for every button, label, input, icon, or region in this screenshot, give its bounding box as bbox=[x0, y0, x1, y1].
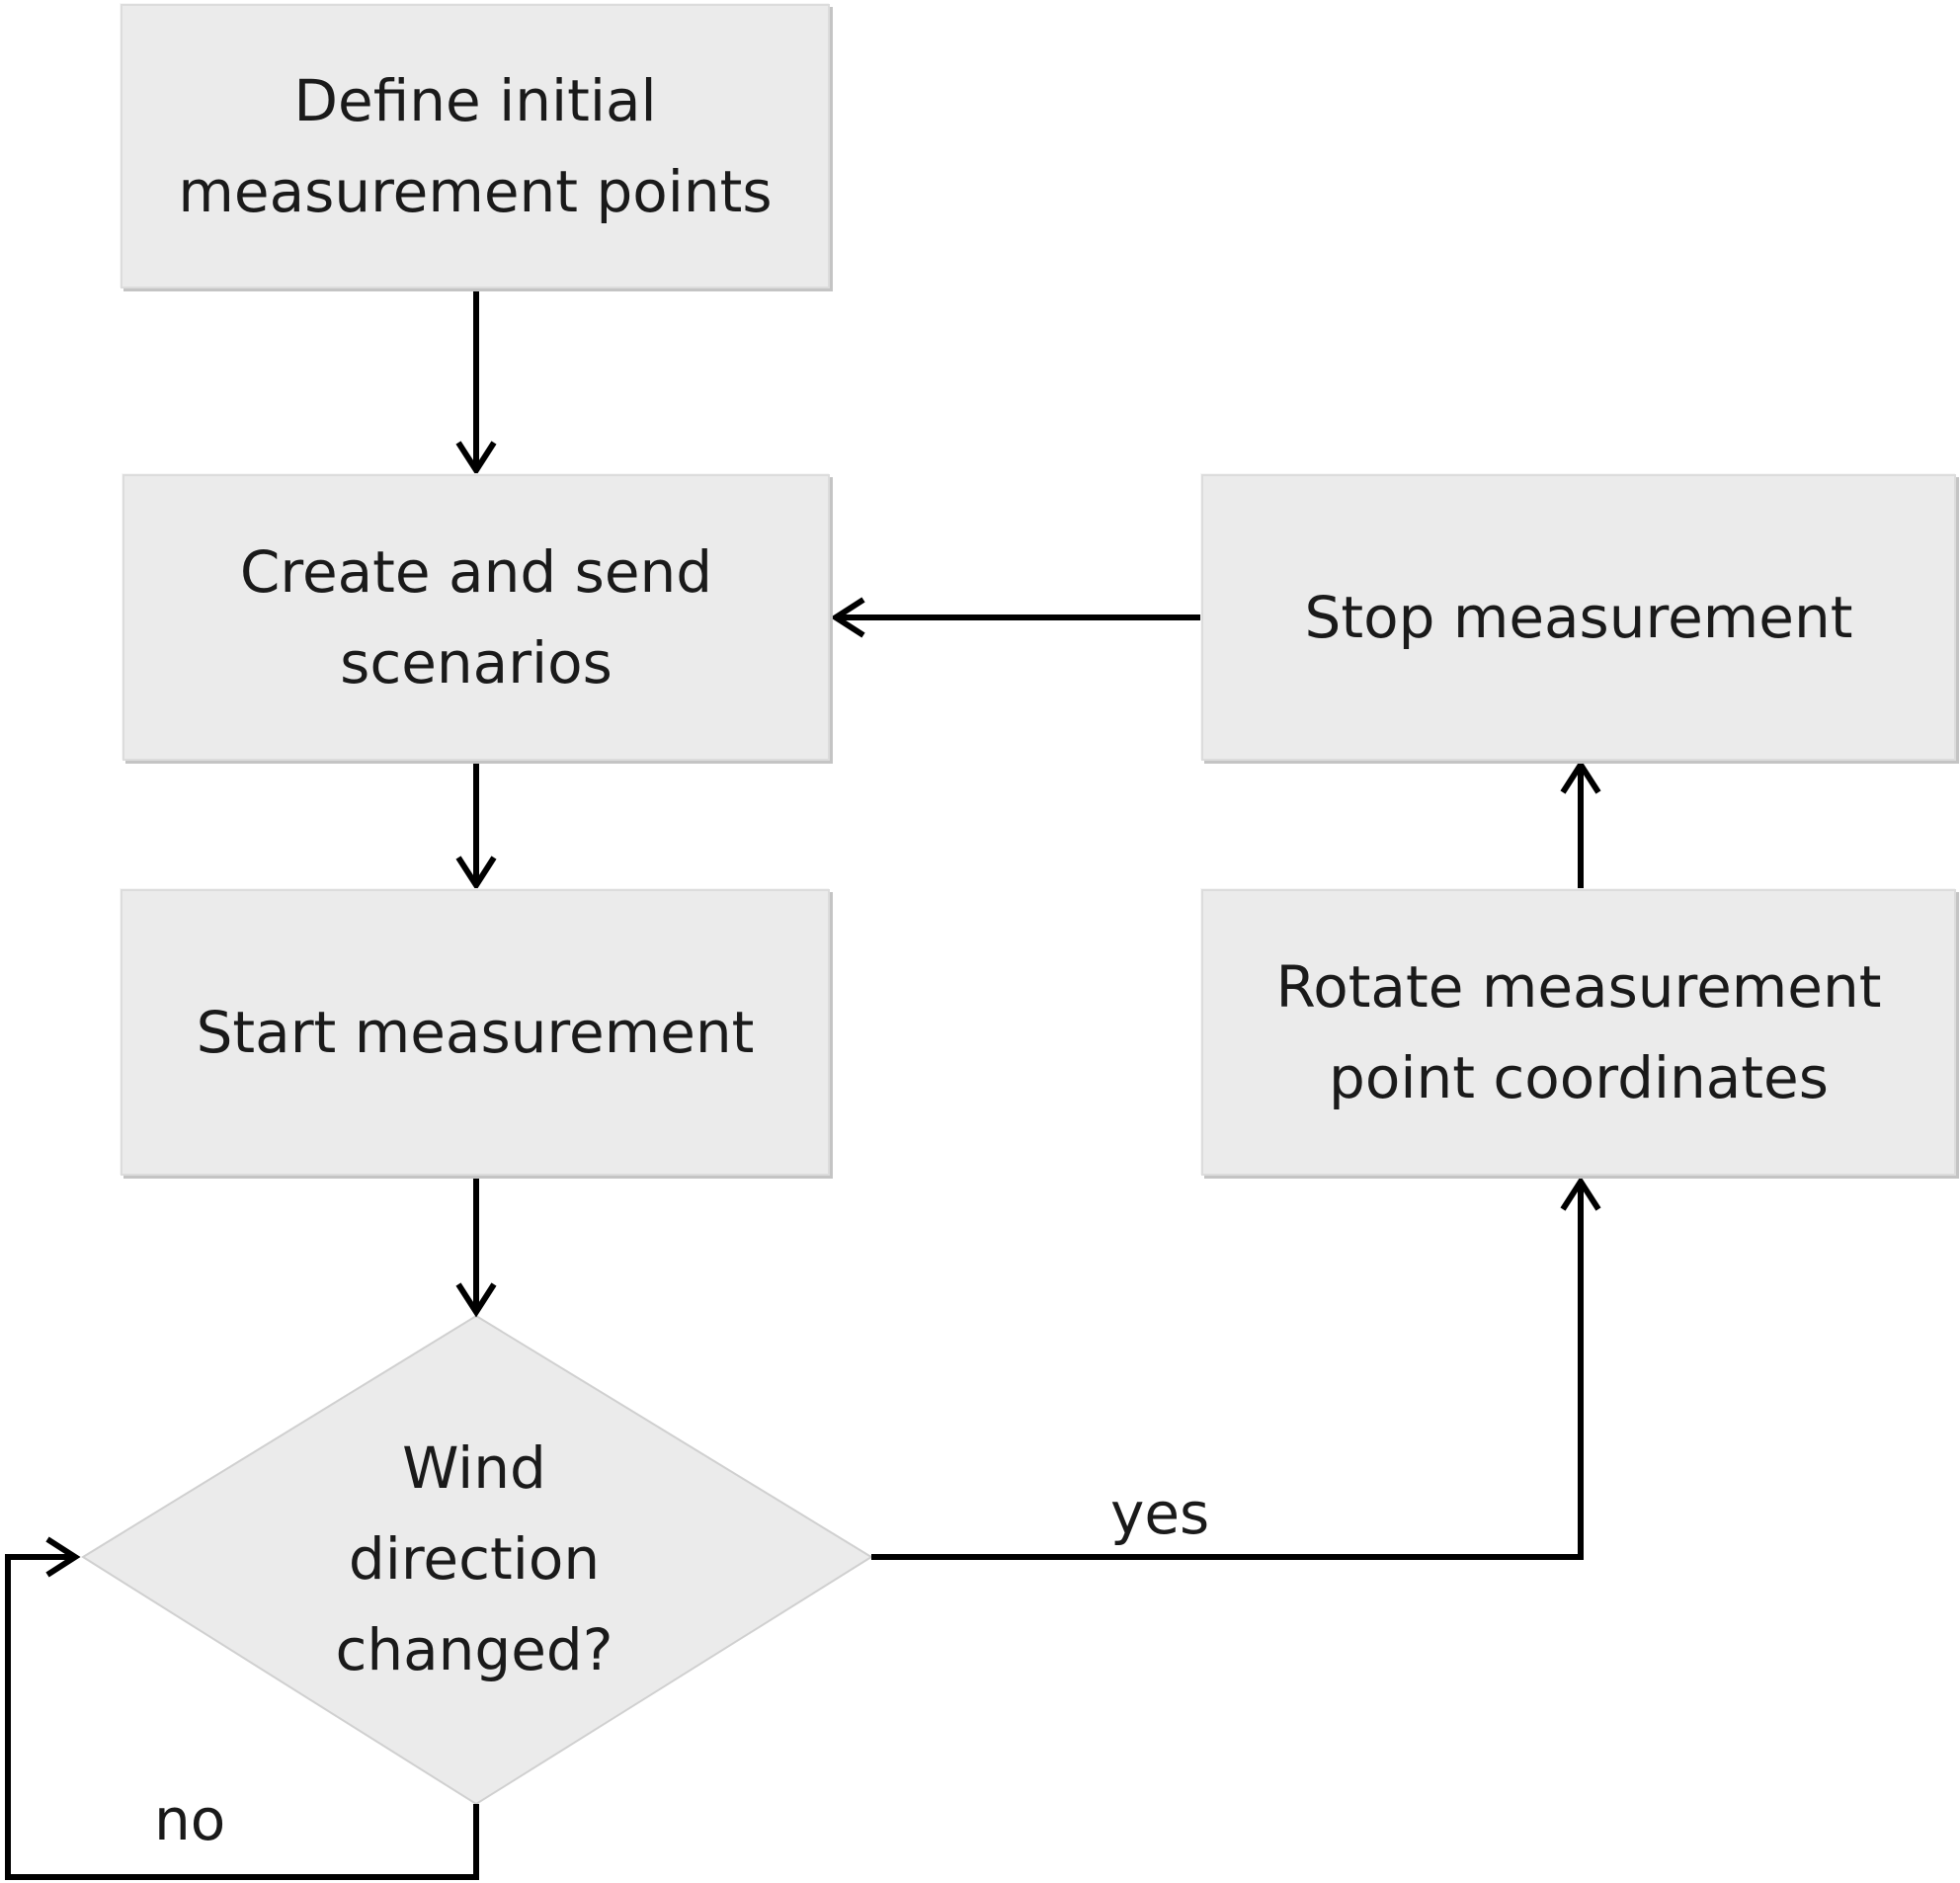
node-stop-measurement: Stop measurement bbox=[1201, 474, 1956, 761]
arrow-no-loop bbox=[5, 1536, 479, 1880]
edge-label-yes: yes bbox=[1110, 1480, 1210, 1547]
arrow-stop-to-create bbox=[830, 597, 1205, 638]
node-create-send-scenarios: Create and send scenarios bbox=[122, 474, 830, 761]
arrow-rotate-to-stop bbox=[1560, 759, 1601, 889]
edge-label-no: no bbox=[154, 1786, 226, 1853]
arrow-yes-to-rotate bbox=[871, 1176, 1601, 1560]
node-decision-label: Wind direction changed? bbox=[335, 1434, 613, 1683]
node-define-initial-points: Define initial measurement points bbox=[121, 4, 830, 288]
arrow-define-to-create bbox=[455, 288, 497, 476]
node-start-measurement: Start measurement bbox=[121, 889, 830, 1176]
node-rotate-coordinates: Rotate measurement point coordinates bbox=[1201, 889, 1956, 1176]
arrow-start-to-decision bbox=[455, 1176, 497, 1318]
arrow-create-to-start bbox=[455, 761, 497, 891]
